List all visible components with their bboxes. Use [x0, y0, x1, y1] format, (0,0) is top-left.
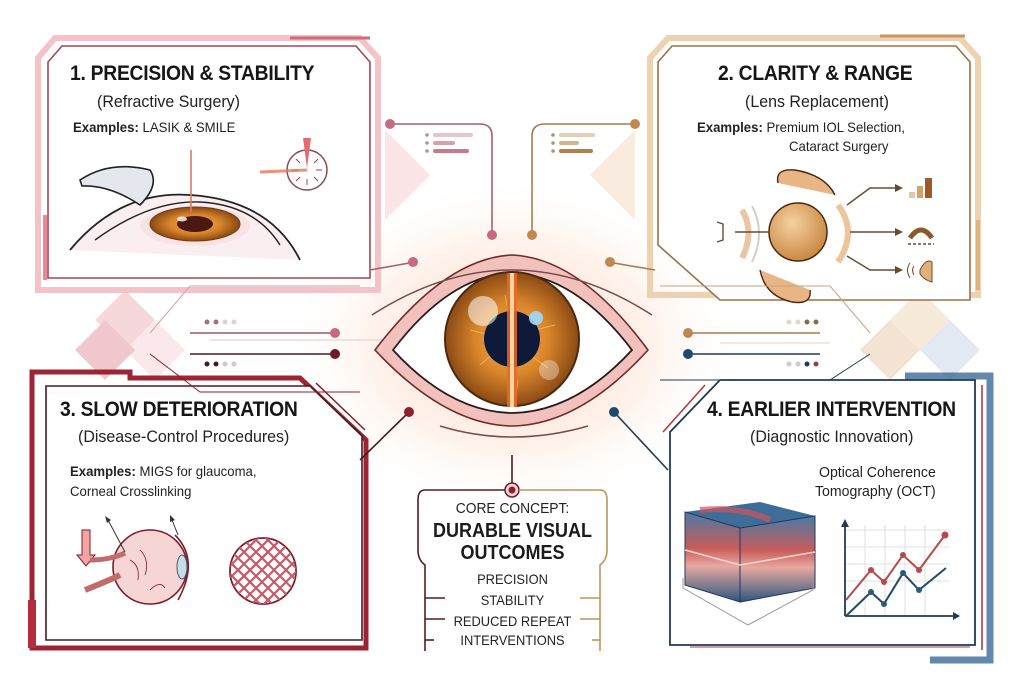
card-4-subtitle: (Diagnostic Innovation)	[750, 427, 914, 446]
card-4-detail-line2: Tomography (OCT)	[815, 483, 936, 500]
examples-label: Examples:	[697, 119, 763, 135]
card-1-title: 1. PRECISION & STABILITY	[70, 62, 315, 85]
card-1-subtitle: (Refractive Surgery)	[97, 92, 240, 111]
card-3-examples: Examples: MIGS for glaucoma,	[70, 462, 257, 481]
card-4-title: 4. EARLIER INTERVENTION	[707, 398, 956, 421]
eye-icon	[371, 254, 653, 438]
laser-target-icon	[259, 138, 328, 191]
core-item-stability: STABILITY	[480, 592, 545, 608]
core-item-precision: PRECISION	[477, 571, 548, 587]
card-2-title: 2. CLARITY & RANGE	[718, 62, 913, 85]
core-item-interventions: INTERVENTIONS	[460, 632, 565, 648]
eye-cross-section-icon	[75, 515, 190, 605]
card-3-subtitle: (Disease-Control Procedures)	[78, 427, 290, 446]
oct-retina-block-icon	[682, 502, 816, 626]
pager-dots-card3	[204, 361, 237, 367]
list-glyph-left	[425, 133, 473, 153]
examples-label: Examples:	[70, 463, 136, 479]
core-concept-box: CORE CONCEPT: DURABLE VISUAL OUTCOMES PR…	[410, 490, 615, 650]
rainbow-range-icon	[907, 227, 935, 245]
card-2-examples-line2: Cataract Surgery	[789, 138, 889, 154]
card-3-examples-line2: Corneal Crosslinking	[70, 483, 192, 499]
trend-chart-icon	[841, 519, 960, 620]
core-concept-frame	[417, 489, 608, 651]
pager-dots-card4	[786, 361, 819, 367]
core-label: CORE CONCEPT:	[455, 500, 570, 517]
connector-lines	[149, 123, 871, 485]
card-2-subtitle: (Lens Replacement)	[745, 92, 889, 111]
examples-text-line1: MIGS for glaucoma,	[139, 463, 257, 479]
core-headline-line2: OUTCOMES	[460, 542, 565, 564]
card-1-examples: Examples: LASIK & SMILE	[73, 118, 235, 137]
examples-label: Examples:	[73, 119, 139, 135]
pager-dots-card2	[786, 319, 819, 325]
sound-ear-icon	[907, 260, 933, 283]
core-item-reduced-repeat: REDUCED REPEAT	[453, 613, 572, 629]
signal-bars-icon	[909, 178, 932, 198]
card-2-frame	[647, 34, 981, 301]
examples-text-line1: Premium IOL Selection,	[766, 119, 905, 135]
card-4-detail-line1: Optical Coherence	[819, 464, 936, 481]
pager-dots-card1	[204, 319, 237, 325]
card-3-title: 3. SLOW DETERIORATION	[60, 398, 298, 421]
card-2-examples: Examples: Premium IOL Selection,	[697, 118, 905, 137]
list-glyph-right	[551, 133, 595, 153]
core-headline-line1: DURABLE VISUAL	[432, 520, 592, 542]
examples-text: LASIK & SMILE	[142, 119, 236, 135]
lasik-flap-eye-icon	[69, 150, 301, 261]
